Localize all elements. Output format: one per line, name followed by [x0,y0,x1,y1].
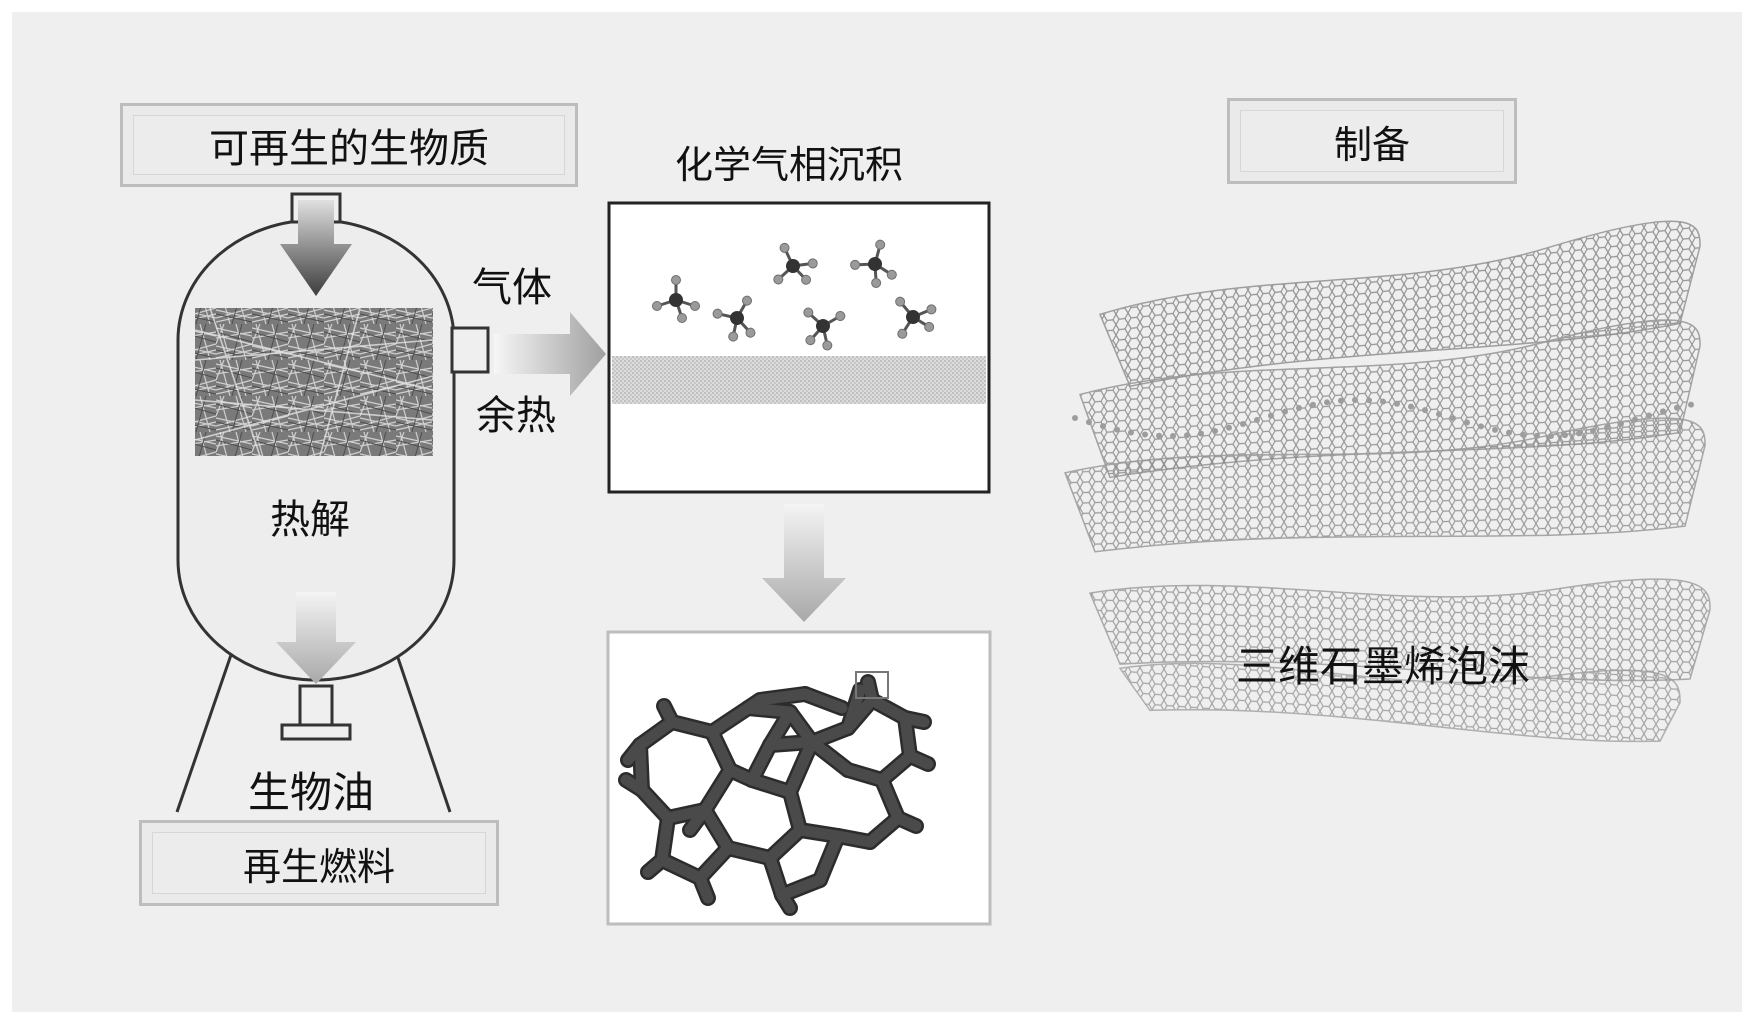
methane-molecule-icon [850,239,897,288]
cvd-title: 化学气相沉积 [675,143,904,187]
graphene-sheet [1088,578,1711,682]
cvd-chamber [607,201,991,494]
carbon-network-icon [618,674,936,916]
preparation-box: 制备 [1227,98,1517,184]
graphene-sheet [1063,417,1706,553]
straw-biomass-photo-icon [194,307,434,457]
renewable-fuel-label: 再生燃料 [242,844,395,889]
oil-arrow-icon [276,592,356,684]
carbon-network-panel [606,630,992,926]
graphene-foam-label: 三维石墨烯泡沫 [1236,642,1531,691]
methane-molecule-icon [895,296,937,339]
feed-arrow-icon [280,200,352,296]
graphene-foam-sheets-icon [1063,220,1711,743]
gas-heat-arrow-icon [494,312,606,396]
graphene-sheet [1098,220,1701,388]
graphene-sheet [1118,662,1681,743]
bio-oil-label: 生物油 [248,768,375,817]
methane-molecule-icon [803,307,846,351]
biomass-label: 可再生的生物质 [209,126,489,172]
methane-molecule-icon [652,275,700,323]
substrate-layer [612,356,986,404]
gas-label: 气体 [472,265,552,311]
methane-molecules [652,239,937,351]
waste-heat-label: 余热 [476,393,556,439]
methane-molecule-icon [712,295,756,342]
renewable-fuel-box: 再生燃料 [139,820,499,906]
preparation-label: 制备 [1333,122,1410,167]
biomass-box: 可再生的生物质 [120,103,578,187]
selection-box [855,671,889,699]
pyrolysis-label: 热解 [270,497,350,543]
cvd-down-arrow-icon [762,504,846,622]
methane-molecule-icon [773,242,818,285]
